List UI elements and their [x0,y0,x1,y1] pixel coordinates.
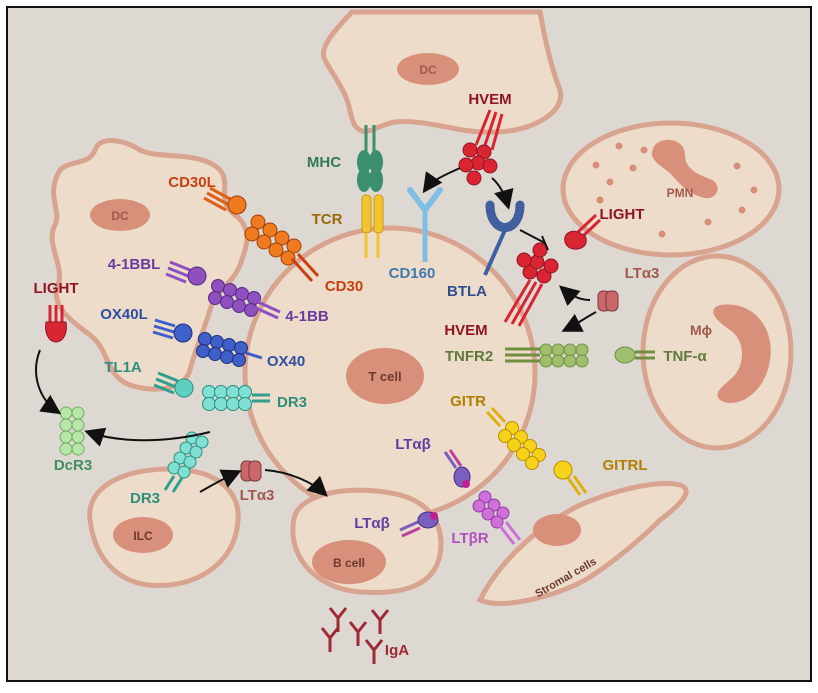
dc-left-nucleus [90,199,150,231]
label-ltab-b: LTαβ [354,515,390,532]
dc-left-cell: DC [49,138,250,392]
dr3-ilc-molecule [163,431,209,493]
macrophage-label: Mϕ [690,322,712,338]
label-tnfr2: TNFR2 [445,348,493,365]
dc-top-nucleus [397,53,459,85]
label-hvem-dc: HVEM [468,91,511,108]
cd160-molecule [407,187,443,262]
tl1a-molecule [153,371,194,398]
4-1bb-molecule [208,279,281,320]
dc-top-cell: DC [320,9,564,135]
label-4-1bb: 4-1BB [285,308,329,325]
label-lta3-ilc: LTα3 [240,487,275,504]
hvem-t-molecule [503,242,559,327]
label-tnfa: TNF-α [663,348,707,365]
label-ltbr: LTβR [451,530,488,547]
gitr-molecule [485,406,546,470]
stromal-nucleus [533,514,581,546]
label-hvem-t: HVEM [444,322,487,339]
hvem-dc-molecule [458,109,504,186]
label-tcr: TCR [312,211,343,228]
label-ox40l: OX40L [100,306,148,323]
arrows [35,167,597,497]
light-pmn-molecule [564,213,602,250]
iga-molecules [320,607,390,664]
ltab-t-molecule [443,449,471,488]
ilc-label: ILC [133,529,153,543]
label-ltab-t: LTαβ [395,436,431,453]
label-gitr: GITR [450,393,486,410]
lta3-right-molecule [597,290,619,312]
label-light-left: LIGHT [34,280,79,297]
tnfa-molecule [614,346,655,364]
macrophage-cell: Mϕ [640,253,794,451]
label-dr3-t: DR3 [277,394,307,411]
mhc-molecule [357,125,383,192]
label-cd30: CD30 [325,278,363,295]
gitrl-molecule [553,460,588,496]
label-iga: IgA [385,642,409,659]
t-cell-label: T cell [368,369,401,384]
label-dr3-ilc: DR3 [130,490,160,507]
t-cell-nucleus [346,348,424,404]
ltbr-molecule [472,490,522,545]
dc-top-label: DC [419,63,437,77]
dcr3-molecule [59,406,85,456]
tnfr2-molecule [505,343,589,368]
label-mhc: MHC [307,154,341,171]
label-cd160: CD160 [389,265,436,282]
macrophage-nucleus [713,304,771,404]
pmn-nucleus [651,139,718,199]
label-gitrl: GITRL [603,457,648,474]
ox40-molecule [196,332,263,367]
label-light-pmn: LIGHT [600,206,645,223]
ox40l-molecule [152,318,193,343]
cd30-molecule [244,214,320,283]
b-cell-label: B cell [333,556,365,570]
label-lta3-right: LTα3 [625,265,660,282]
label-cd30l: CD30L [168,174,216,191]
4-1bbl-molecule [165,260,207,286]
ltab-b-molecule [399,511,439,538]
pmn-cell: PMN [560,120,782,258]
lta3-ilc-molecule [240,460,262,482]
ilc-nucleus [113,517,173,553]
label-dcr3: DcR3 [54,457,92,474]
label-tl1a: TL1A [104,359,142,376]
label-4-1bbl: 4-1BBL [108,256,161,273]
pmn-label: PMN [667,186,694,200]
b-cell: B cell [290,487,444,595]
tcr-molecule [361,194,384,258]
dr3-t-molecule [202,385,270,411]
light-left-molecule [45,305,67,343]
ilc-cell: ILC [87,466,241,589]
cd30l-molecule [203,186,247,215]
dc-left-label: DC [111,209,129,223]
b-cell-nucleus [312,540,386,584]
label-btla: BTLA [447,283,487,300]
btla-molecule [483,200,525,276]
label-ox40: OX40 [267,353,305,370]
